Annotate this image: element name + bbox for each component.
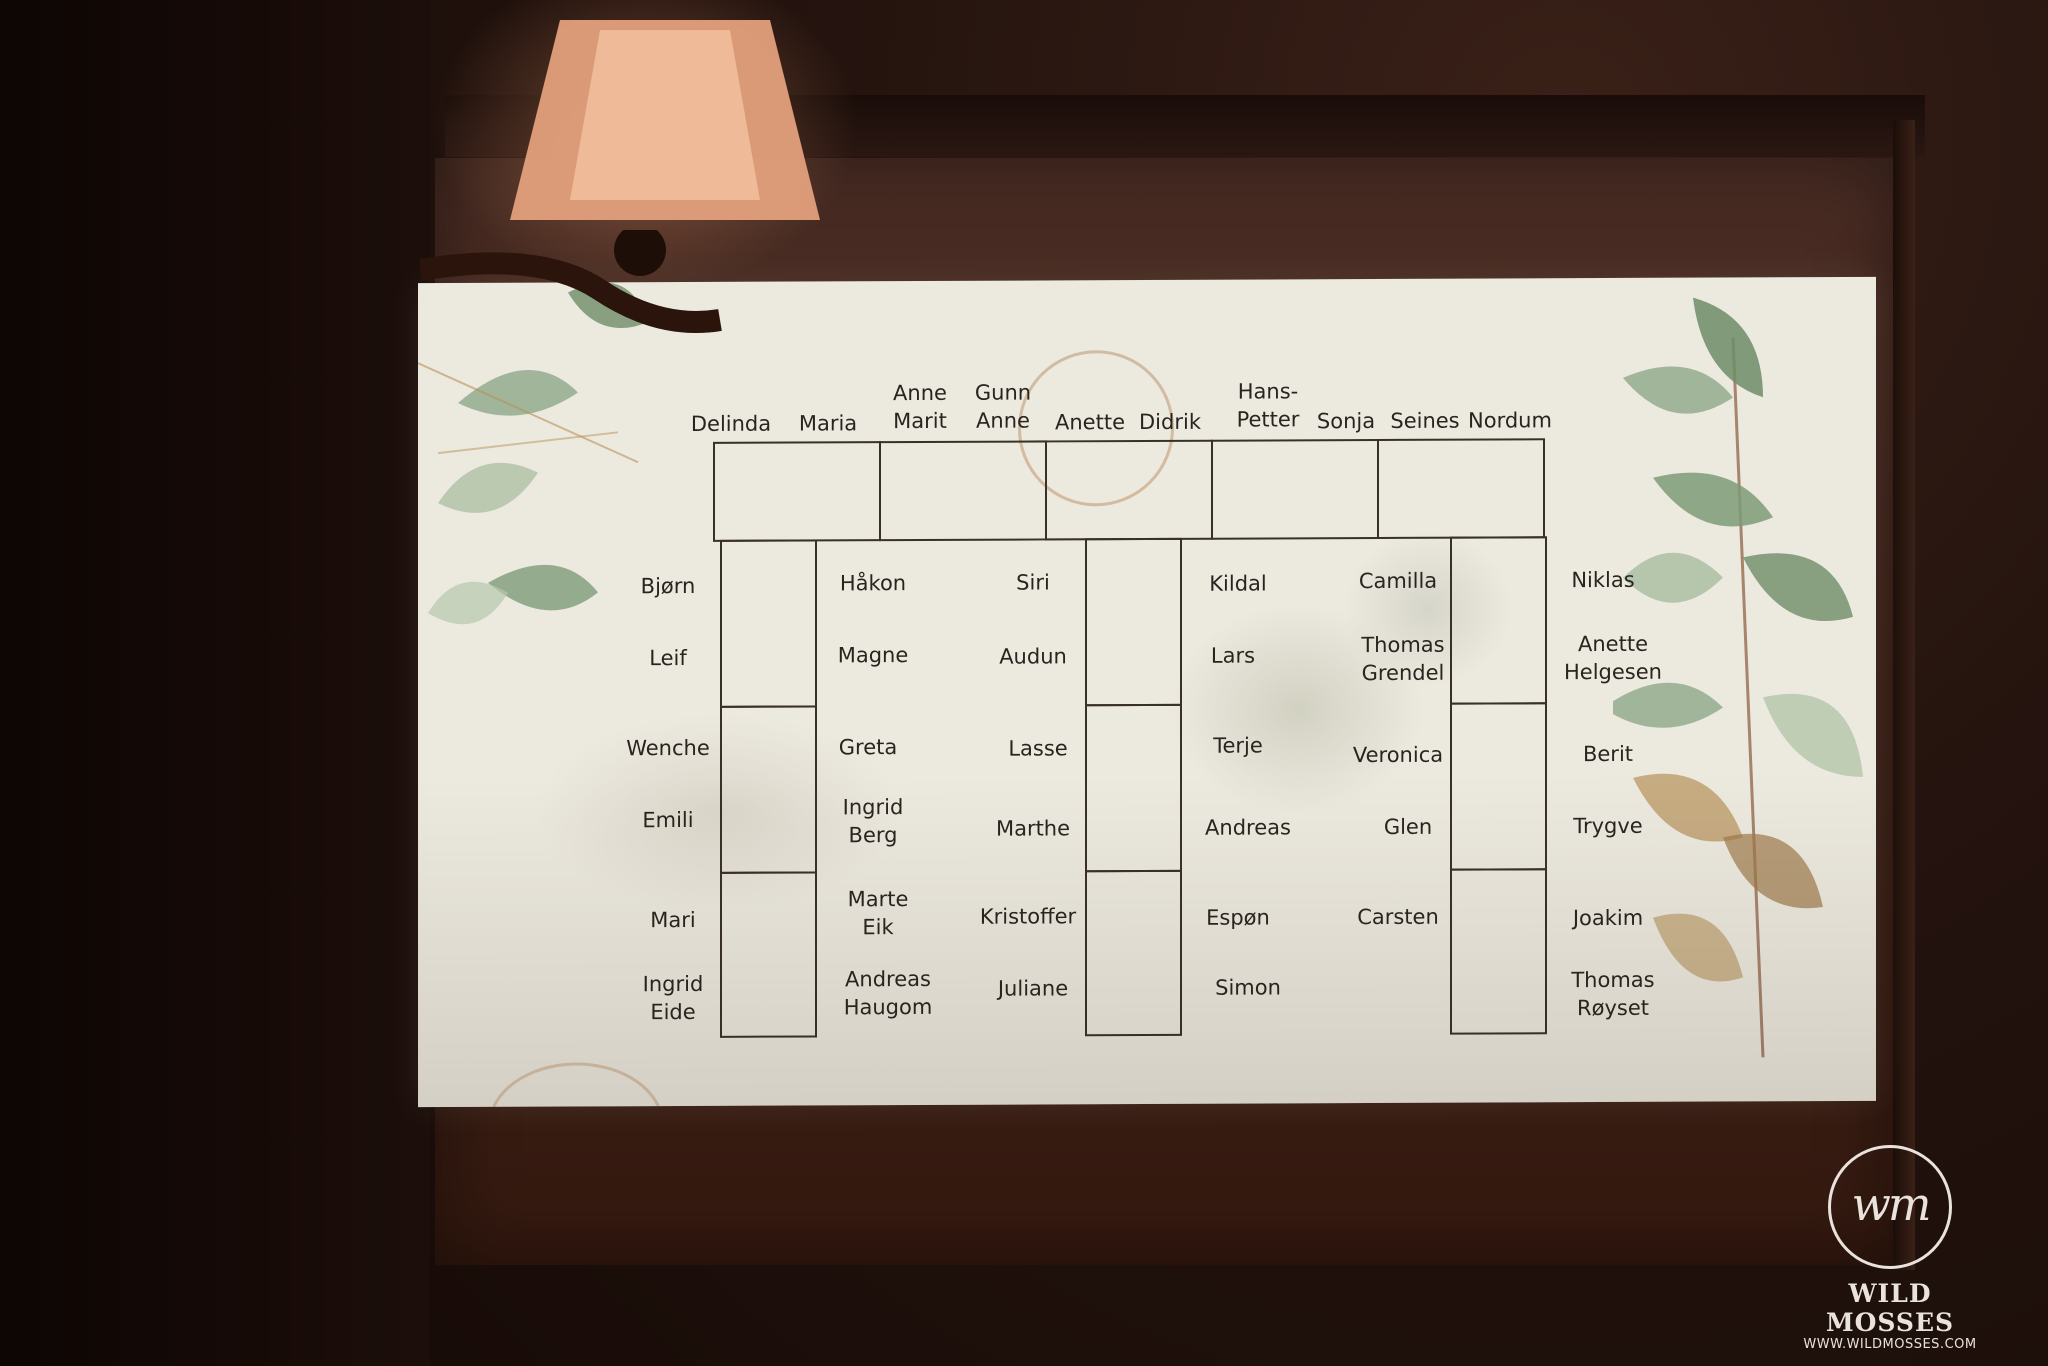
guest-name: Andreas Haugom (843, 966, 933, 1020)
watermark-brand: WILD MOSSES (1825, 1279, 1955, 1337)
long-table-3-section (1450, 536, 1547, 705)
guest-name: Glen (1383, 814, 1433, 839)
guest-name: Wenche (626, 735, 710, 761)
guest-name: Kildal (1209, 571, 1267, 596)
guest-name: Ingrid Berg (842, 795, 904, 848)
guest-name: Bjørn (640, 573, 696, 599)
guest-name: Thomas Grendel (1361, 632, 1445, 686)
head-table-section (1211, 438, 1379, 540)
watermark-url: WWW.WILDMOSSES.COM (1803, 1337, 1977, 1352)
guest-name: Audun (999, 644, 1067, 669)
gold-ring-decoration (1018, 349, 1174, 507)
watermark-logo: wm (1828, 1145, 1952, 1269)
guest-name: Simon (1215, 975, 1281, 1000)
guest-name: Seines (1390, 408, 1460, 433)
gold-ring-decoration (488, 1062, 664, 1108)
wall-lamp-icon (510, 20, 820, 220)
long-table-1-section (720, 871, 817, 1038)
long-table-1-section (720, 539, 817, 708)
guest-name: Marthe (995, 816, 1071, 841)
guest-name: Lars (1210, 643, 1256, 668)
guest-name: Camilla (1358, 568, 1438, 594)
guest-name: Mari (650, 907, 696, 933)
long-table-2-section (1085, 703, 1182, 873)
long-table-3-section (1450, 702, 1547, 871)
guest-name: Espøn (1206, 905, 1270, 930)
guest-name: Gunn Anne (974, 380, 1032, 433)
dark-foreground-wall (0, 0, 420, 1366)
guest-name: Veronica (1352, 742, 1444, 768)
guest-name: Berit (1582, 741, 1634, 767)
guest-name: Marte Eik (847, 887, 909, 940)
long-table-2-section (1085, 869, 1182, 1037)
guest-name: Nordum (1468, 408, 1552, 433)
long-table-1-section (720, 705, 817, 874)
guest-name: Trygve (1573, 813, 1643, 839)
long-table-2-section (1085, 537, 1182, 707)
guest-name: Kristoffer (979, 904, 1077, 929)
guest-name: Hans- Petter (1236, 379, 1300, 432)
guest-name: Emili (642, 807, 694, 833)
guest-name: Juliane (997, 976, 1069, 1001)
guest-name: Terje (1213, 733, 1263, 758)
guest-name: Siri (1016, 570, 1050, 595)
seating-plan-slide: Delinda Maria Anne Marit Gunn Anne Anett… (418, 276, 1876, 1108)
guest-name: Didrik (1139, 409, 1201, 435)
guest-name: Magne (837, 643, 909, 668)
guest-name: Anne Marit (893, 380, 947, 434)
guest-name: Greta (838, 735, 898, 760)
guest-name: Leif (649, 646, 687, 671)
guest-name: Håkon (839, 571, 907, 596)
lamp-arm-icon (420, 230, 722, 333)
guest-name: Carsten (1357, 904, 1439, 930)
guest-name: Maria (798, 411, 858, 436)
screen-edge (1893, 120, 1915, 1270)
eucalyptus-right-decoration (1613, 297, 1863, 1058)
guest-name: Lasse (1008, 736, 1068, 761)
guest-name: Ingrid Eide (642, 971, 704, 1025)
guest-name: Anette (1055, 410, 1125, 435)
head-table-section (713, 441, 881, 542)
guest-name: Sonja (1316, 409, 1376, 434)
photographer-watermark: wm WILD MOSSES WWW.WILDMOSSES.COM (1790, 1145, 1990, 1352)
guest-name: Joakim (1572, 905, 1644, 931)
guest-name: Delinda (690, 411, 772, 436)
long-table-3-section (1450, 868, 1547, 1035)
head-table-section (1045, 439, 1213, 541)
guest-name: Thomas Røyset (1571, 967, 1655, 1021)
guest-name: Anette Helgesen (1564, 631, 1662, 685)
guest-name: Andreas (1205, 815, 1291, 840)
head-table-section (879, 440, 1047, 542)
head-table-section (1377, 438, 1545, 539)
guest-name: Niklas (1571, 567, 1635, 593)
